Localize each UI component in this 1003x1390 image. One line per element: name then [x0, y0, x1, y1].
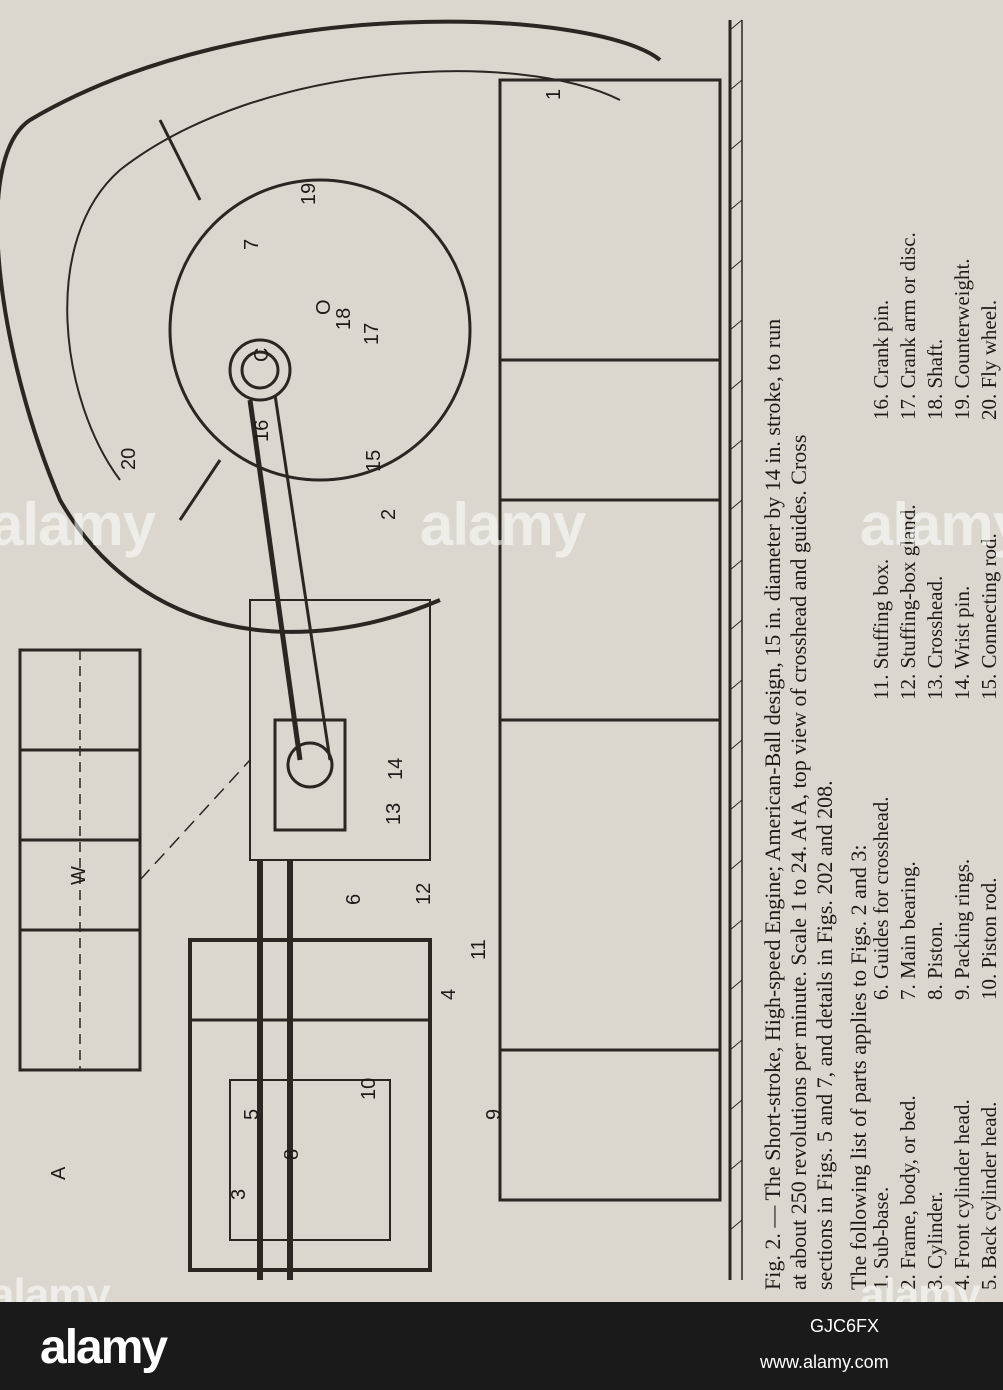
label-18: 18 — [333, 308, 355, 330]
watermark: alamy — [0, 491, 156, 558]
footer-url: www.alamy.com — [760, 1352, 889, 1372]
legend-item: 16. Crank pin. — [869, 299, 893, 420]
label-A: A — [48, 1166, 70, 1180]
label-17: 17 — [361, 323, 383, 345]
label-4: 4 — [438, 989, 460, 1000]
legend-item: 4. Front cylinder head. — [950, 1099, 974, 1290]
label-14: 14 — [385, 758, 407, 780]
legend-item: 1. Sub-base. — [869, 1186, 893, 1290]
legend-item: 17. Crank arm or disc. — [896, 232, 920, 420]
label-12: 12 — [413, 883, 435, 905]
legend-column-4: 16. Crank pin. 17. Crank arm or disc. 18… — [868, 232, 1003, 420]
label-19: 19 — [298, 183, 320, 205]
label-15: 15 — [363, 450, 385, 472]
label-6: 6 — [343, 894, 365, 905]
label-W: W — [68, 866, 90, 885]
label-2: 2 — [378, 509, 400, 520]
label-3: 3 — [228, 1189, 250, 1200]
label-1: 1 — [543, 89, 565, 100]
legend-item: 5. Back cylinder head. — [977, 1101, 1001, 1290]
alamy-logo: alamy — [40, 1321, 168, 1374]
caption-line-1: Fig. 2. — The Short-stroke, High-speed E… — [760, 318, 785, 1290]
stock-footer: alamy GJC6FX www.alamy.com — [0, 1302, 1003, 1390]
caption-line-3: sections in Figs. 5 and 7, and details i… — [812, 780, 837, 1290]
label-9: 9 — [483, 1109, 505, 1120]
watermark: alamy — [860, 491, 1003, 558]
legend-item: 20. Fly wheel. — [977, 299, 1001, 420]
legend-item: 7. Main bearing. — [896, 861, 920, 1000]
legend-column-1: 1. Sub-base. 2. Frame, body, or bed. 3. … — [868, 1095, 1003, 1290]
label-5: 5 — [241, 1109, 263, 1120]
label-11: 11 — [468, 939, 490, 960]
legend-item: 19. Counterweight. — [950, 258, 974, 420]
caption-line-2: at about 250 revolutions per minute. Sca… — [786, 434, 811, 1290]
legend-item: 6. Guides for crosshead. — [869, 796, 893, 1000]
label-10: 10 — [358, 1078, 380, 1100]
image-id: GJC6FX — [810, 1316, 880, 1336]
label-16: 16 — [251, 420, 273, 442]
engine-drawing: A W C O 1 2 3 4 5 6 7 8 9 10 11 12 13 14… — [0, 19, 743, 1280]
label-7: 7 — [241, 239, 263, 250]
watermark: alamy — [420, 491, 586, 558]
label-13: 13 — [383, 803, 405, 825]
legend-item: 8. Piston. — [923, 921, 947, 1000]
label-20: 20 — [118, 448, 140, 470]
label-O: O — [313, 299, 335, 315]
label-C: C — [251, 348, 273, 362]
legend-item: 18. Shaft. — [923, 338, 947, 420]
legend-column-2: 6. Guides for crosshead. 7. Main bearing… — [868, 796, 1003, 1000]
legend-item: 9. Packing rings. — [950, 858, 974, 1000]
legend-item: 2. Frame, body, or bed. — [896, 1095, 920, 1290]
legend-item: 3. Cylinder. — [923, 1191, 947, 1290]
legend-item: 10. Piston rod. — [977, 877, 1001, 1000]
label-8: 8 — [281, 1149, 303, 1160]
figure-caption: Fig. 2. — The Short-stroke, High-speed E… — [760, 319, 872, 1290]
